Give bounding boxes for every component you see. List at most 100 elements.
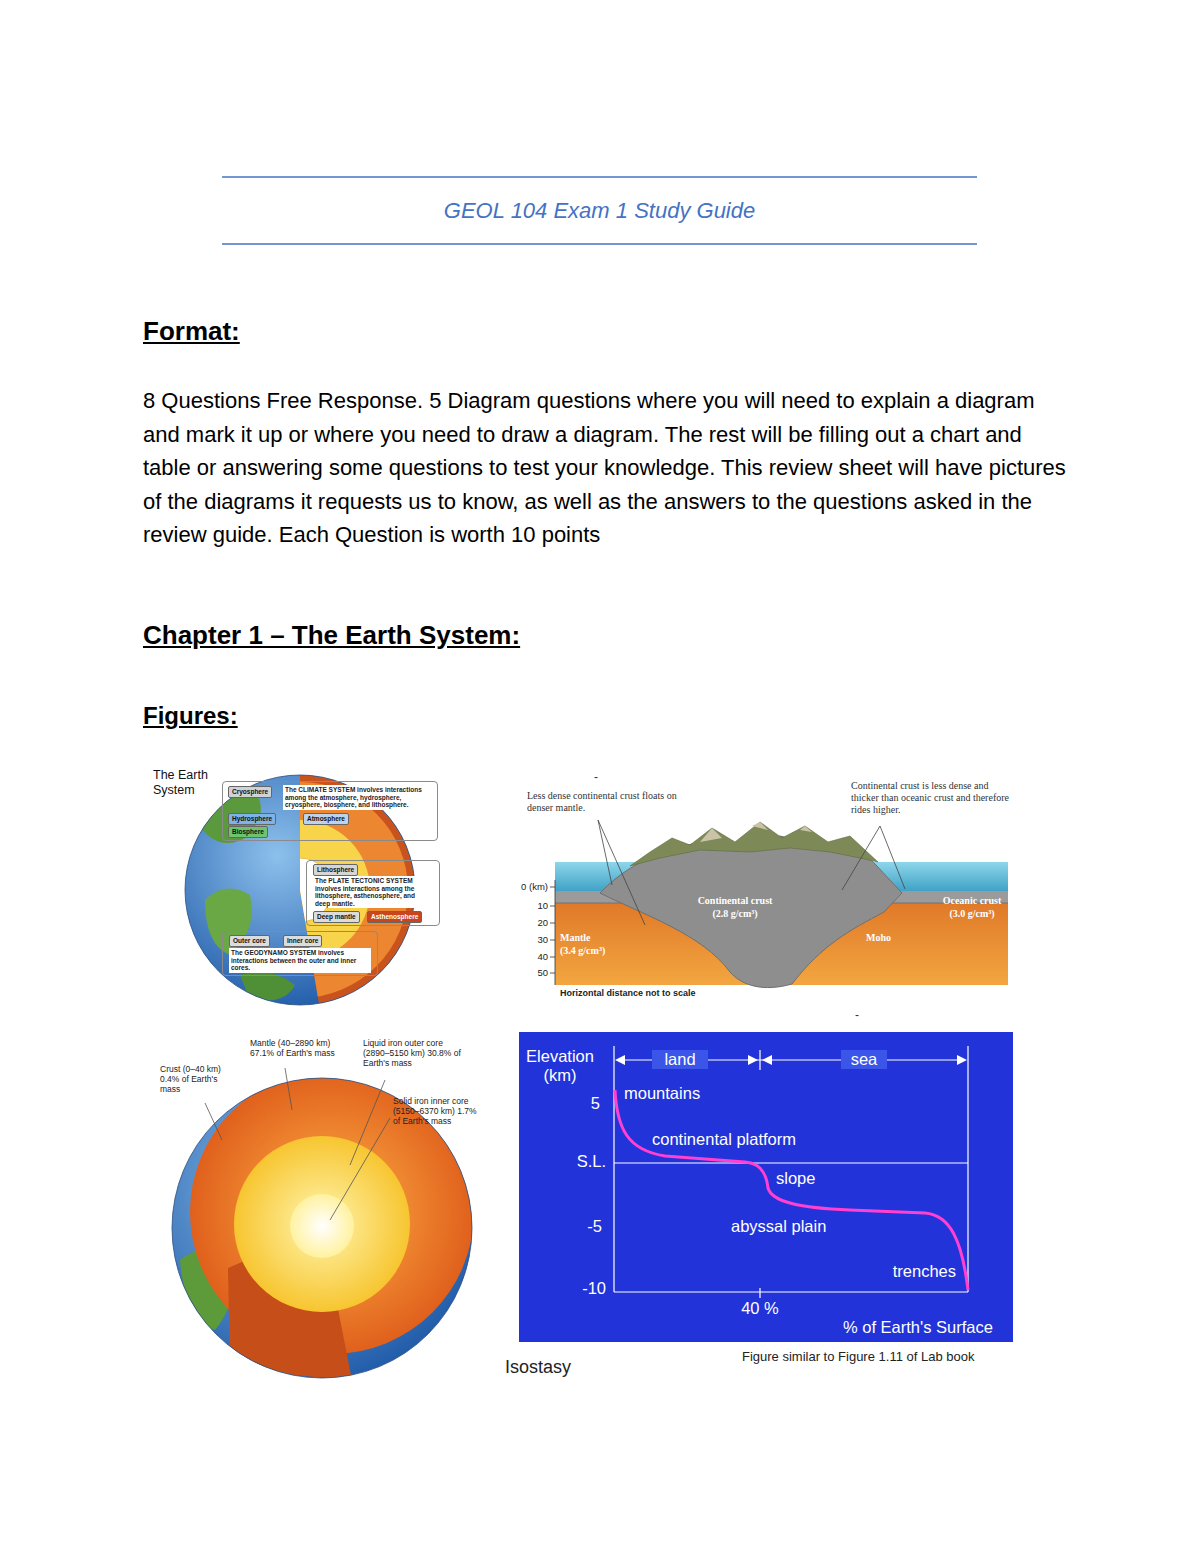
header-rule [222, 176, 977, 177]
stray-mark: - [855, 1008, 859, 1022]
region-tag: sea [841, 1050, 887, 1069]
layer-label: Continental crust [680, 895, 790, 907]
curve-label: trenches [846, 1262, 956, 1281]
leader-line [598, 820, 645, 925]
axis-tick [759, 1288, 760, 1298]
leader-line [330, 1118, 390, 1220]
sphere-box: Biosphere [228, 826, 268, 838]
density-label: (2.8 g/cm³) [680, 908, 790, 920]
subheading: Figures: [143, 702, 238, 730]
annotation: Continental crust is less dense and thic… [851, 780, 1016, 816]
box-label: Cryosphere [232, 788, 268, 795]
isostasy-section [550, 820, 1008, 988]
axis-title: Elevation (km) [521, 1047, 599, 1085]
depth-axis [555, 880, 556, 985]
box-label: Deep mantle [317, 913, 356, 920]
inner-core-layer [290, 1194, 354, 1258]
outer-core-layer [234, 1136, 410, 1312]
figure-caption: Figure similar to Figure 1.11 of Lab boo… [742, 1349, 974, 1364]
system-frame: The GEODYNAMO SYSTEM involves interactio… [222, 931, 378, 976]
curve-label: slope [776, 1169, 815, 1188]
annotation: Less dense continental crust floats on d… [527, 790, 677, 814]
chart-panel [519, 1032, 1013, 1342]
stray-mark: - [594, 770, 598, 784]
layer-callout: Crust (0–40 km) 0.4% of Earth's mass [160, 1064, 240, 1094]
mountain-peaks [700, 822, 812, 842]
hypsometric-chart [519, 1032, 1013, 1342]
layer-callout: Liquid iron outer core (2890–5150 km) 30… [363, 1038, 468, 1068]
land-mass [240, 972, 295, 1001]
mountains [630, 822, 878, 866]
leader-line [598, 820, 612, 885]
boundary-label: Moho [866, 932, 891, 944]
depth-tick [550, 940, 555, 941]
layer-box: Lithosphere [313, 864, 358, 876]
leader-line [285, 1068, 292, 1110]
curve-label: mountains [624, 1084, 700, 1103]
hypsometric-curve [615, 1090, 968, 1290]
axis-line [967, 1046, 968, 1292]
tick-label: 5 [566, 1094, 600, 1113]
depth-label: 30 [515, 934, 548, 945]
section-heading: Chapter 1 – The Earth System: [143, 620, 520, 651]
depth-label: 50 [515, 967, 548, 978]
box-label: Outer core [233, 937, 266, 944]
leader-line [880, 826, 905, 889]
header-rule [222, 243, 977, 244]
depth-tick [550, 957, 555, 958]
box-label: Inner core [287, 937, 318, 944]
layer-box: Outer core [229, 935, 270, 947]
system-frame: The PLATE TECTONIC SYSTEM involves inter… [306, 860, 440, 926]
system-frame: The CLIMATE SYSTEM involves interactions… [222, 781, 438, 841]
layer-box: Deep mantle [313, 911, 360, 923]
density-label: (3.4 g/cm³) [560, 945, 605, 957]
arrowhead [748, 1055, 758, 1065]
box-label: Biosphere [232, 828, 264, 835]
tick-label: -5 [560, 1217, 602, 1236]
page-title: GEOL 104 Exam 1 Study Guide [222, 198, 977, 224]
sea-level-line [614, 1163, 968, 1164]
section-heading: Format: [143, 316, 240, 347]
depth-label: 10 [515, 900, 548, 911]
depth-label: 40 [515, 951, 548, 962]
box-label: Asthenosphere [371, 913, 418, 920]
layer-callout: Mantle (40–2890 km) 67.1% of Earth's mas… [250, 1038, 355, 1058]
depth-label: 0 (km) [500, 881, 548, 892]
figure-title: The Earth System [153, 768, 223, 798]
depth-label: 20 [515, 917, 548, 928]
tick-label: 40 % [735, 1299, 785, 1318]
system-description: The GEODYNAMO SYSTEM involves interactio… [229, 948, 371, 973]
depth-tick [550, 906, 555, 907]
depth-tick [550, 923, 555, 924]
system-description: The CLIMATE SYSTEM involves interactions… [283, 785, 431, 810]
arrowhead [615, 1055, 625, 1065]
layer-label: Oceanic crust [933, 895, 1011, 907]
scale-note: Horizontal distance not to scale [560, 988, 696, 998]
curve-label: continental platform [652, 1130, 796, 1149]
system-description: The PLATE TECTONIC SYSTEM involves inter… [313, 876, 433, 908]
figure-label: Isostasy [505, 1357, 571, 1378]
curve-label: abyssal plain [731, 1217, 826, 1236]
depth-tick [550, 973, 555, 974]
leader-line [842, 826, 880, 890]
region-tag: land [652, 1050, 708, 1069]
layer-callout: Solid iron inner core (5150–6370 km) 1.7… [393, 1096, 478, 1126]
layer-label: Mantle [560, 932, 591, 944]
body-text: 8 Questions Free Response. 5 Diagram que… [143, 384, 1068, 552]
density-label: (3.0 g/cm³) [933, 908, 1011, 920]
tick-label: S.L. [560, 1152, 606, 1171]
sphere-box: Hydrosphere [228, 813, 276, 825]
leader-line [350, 1080, 385, 1165]
axis-title: % of Earth's Surface [843, 1318, 993, 1337]
arrowhead [957, 1055, 967, 1065]
depth-tick [550, 887, 555, 888]
layer-box: Asthenosphere [367, 911, 422, 923]
leader-line [205, 1103, 222, 1140]
sphere-box: Cryosphere [228, 786, 272, 798]
axis-line [614, 1291, 968, 1292]
layer-box: Inner core [283, 935, 322, 947]
arrowhead [762, 1055, 772, 1065]
axis-line [613, 1046, 614, 1292]
box-label: Lithosphere [317, 866, 354, 873]
